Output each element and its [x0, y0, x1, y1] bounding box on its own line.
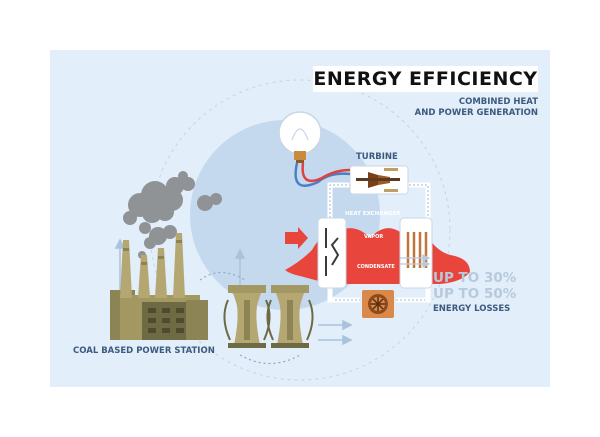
subtitle: COMBINED HEAT AND POWER GENERATION — [415, 97, 538, 119]
title-banner: ENERGY EFFICIENCY — [313, 66, 538, 92]
coal-power-station — [110, 233, 208, 340]
energy-losses-label: ENERGY LOSSES — [433, 304, 511, 314]
red-wire — [301, 162, 351, 183]
light-bulb-icon — [278, 111, 322, 163]
coal-station-label: COAL BASED POWER STATION — [73, 346, 215, 356]
blue-wire — [294, 162, 351, 187]
heat-exchanger-label: HEAT EXCHANGER — [345, 211, 401, 217]
vapor-label: VAPOR — [364, 234, 384, 240]
subtitle-line-2: AND POWER GENERATION — [414, 108, 538, 118]
loss-arrows — [400, 254, 431, 268]
turbine-icon — [349, 165, 409, 195]
arrow-right-icon — [285, 227, 308, 249]
cooling-tower-icon — [223, 285, 314, 348]
efficiency-30-label: UP TO 30% — [433, 270, 517, 286]
efficiency-50-label: UP TO 50% — [433, 286, 517, 302]
smoke-cloud-icon — [123, 171, 222, 259]
subtitle-line-1: COMBINED HEAT — [458, 97, 538, 107]
fan-icon — [362, 290, 394, 318]
chimney-icon — [120, 233, 185, 298]
heat-exchanger-icon — [317, 217, 433, 289]
flow-line — [239, 354, 301, 364]
page-title: ENERGY EFFICIENCY — [313, 68, 538, 90]
condensate-label: CONDENSATE — [357, 264, 395, 270]
turbine-label: TURBINE — [356, 152, 398, 162]
